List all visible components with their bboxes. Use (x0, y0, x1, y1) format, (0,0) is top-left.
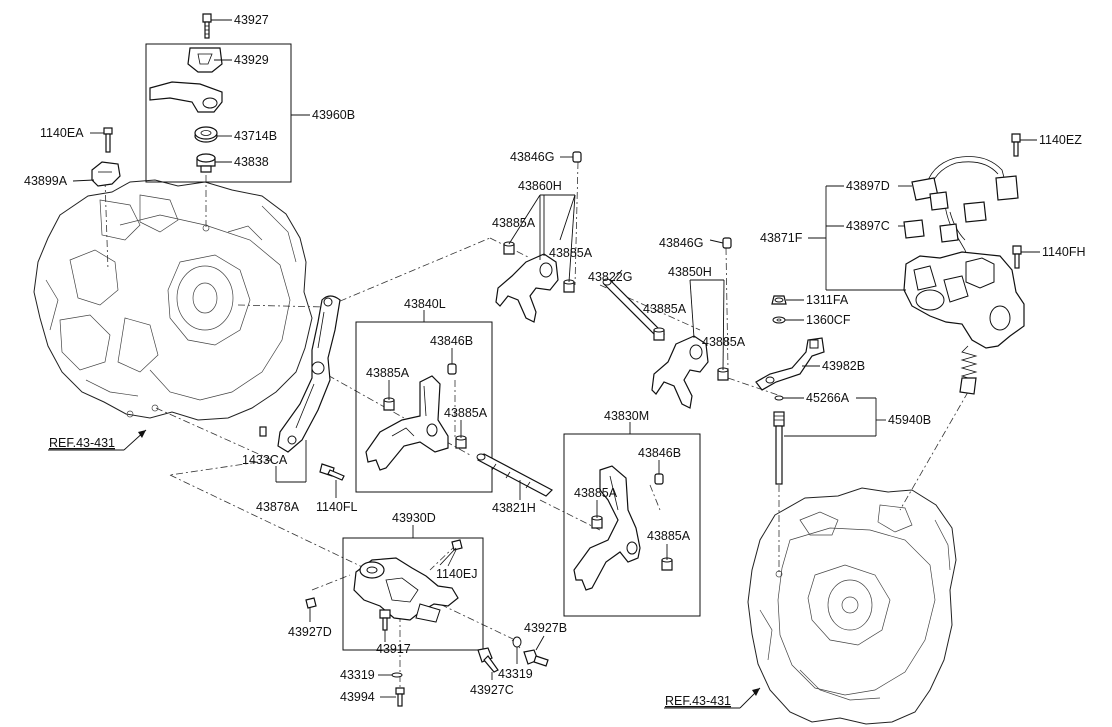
label-43822G: 43822G (588, 270, 632, 284)
label-43838: 43838 (234, 155, 269, 169)
part-labels: 43927 43929 43960B 43714B 43838 1140EA 4… (24, 13, 1086, 708)
plate-43878A (259, 295, 345, 498)
actuator-43871F (808, 133, 1040, 395)
label-1140EA: 1140EA (40, 126, 84, 140)
lever-43982B (755, 295, 825, 391)
label-43830M: 43830M (604, 409, 649, 423)
ref-arrows (48, 429, 761, 709)
label-43319-2: 43319 (498, 667, 533, 681)
fork-43860H (495, 151, 582, 323)
transmission-housing-left (33, 179, 313, 421)
label-43846G-2: 43846G (659, 236, 703, 250)
label-43897C: 43897C (846, 219, 890, 233)
label-43929: 43929 (234, 53, 269, 67)
label-1360CF: 1360CF (806, 313, 851, 327)
bracket-43899A (72, 127, 121, 187)
label-1140FL: 1140FL (316, 500, 358, 514)
label-43319-1: 43319 (340, 668, 375, 682)
label-1140EZ: 1140EZ (1039, 133, 1082, 147)
label-45266A: 45266A (806, 391, 850, 405)
label-43885A-7: 43885A (574, 486, 618, 500)
label-43885A-1: 43885A (492, 216, 536, 230)
bolts-43930D (305, 597, 549, 707)
kit-43840L (355, 310, 493, 493)
label-1433CA: 1433CA (242, 453, 288, 467)
ref-right: REF.43-431 (665, 694, 731, 708)
label-43930D: 43930D (392, 511, 436, 525)
label-43871F: 43871F (760, 231, 803, 245)
label-43878A: 43878A (256, 500, 300, 514)
label-43917: 43917 (376, 642, 411, 656)
label-43927C: 43927C (470, 683, 514, 697)
label-43885A-8: 43885A (647, 529, 691, 543)
kit-43830M (563, 422, 701, 617)
label-43885A-3: 43885A (643, 302, 687, 316)
label-43897D: 43897D (846, 179, 890, 193)
kit-43960B (145, 13, 310, 183)
label-1140FH: 1140FH (1042, 245, 1086, 259)
shaft-45940B (773, 395, 886, 485)
label-43821H: 43821H (492, 501, 536, 515)
label-43850H: 43850H (668, 265, 712, 279)
label-43927: 43927 (234, 13, 269, 27)
label-43927B: 43927B (524, 621, 567, 635)
label-43982B: 43982B (822, 359, 865, 373)
label-43885A-5: 43885A (366, 366, 410, 380)
label-43846B-1: 43846B (430, 334, 473, 348)
label-43860H: 43860H (518, 179, 562, 193)
label-43885A-2: 43885A (549, 246, 593, 260)
ref-left: REF.43-431 (49, 436, 115, 450)
label-43846B-2: 43846B (638, 446, 681, 460)
label-1311FA: 1311FA (806, 293, 849, 307)
kit-43930D (342, 525, 484, 651)
rod-43821H (476, 453, 553, 500)
transmission-housing-right (747, 487, 957, 725)
label-43885A-4: 43885A (702, 335, 746, 349)
fork-43850H (651, 237, 732, 409)
label-43960B: 43960B (312, 108, 355, 122)
label-43927D: 43927D (288, 625, 332, 639)
label-43885A-6: 43885A (444, 406, 488, 420)
label-43994: 43994 (340, 690, 375, 704)
label-43714B: 43714B (234, 129, 277, 143)
label-1140EJ: 1140EJ (436, 567, 477, 581)
label-45940B: 45940B (888, 413, 931, 427)
label-43899A: 43899A (24, 174, 68, 188)
label-43840L: 43840L (404, 297, 446, 311)
label-43846G-1: 43846G (510, 150, 554, 164)
